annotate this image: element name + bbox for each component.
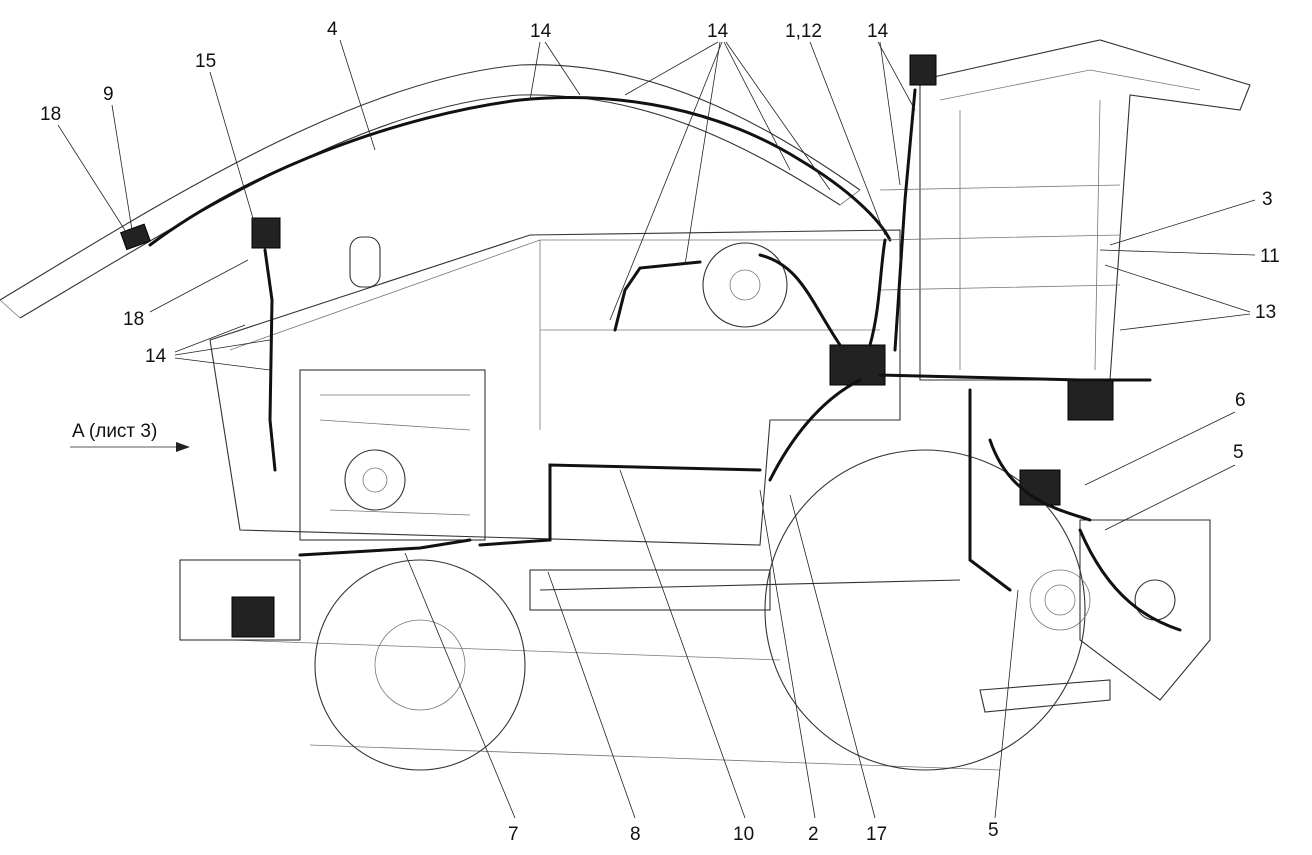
callout-1-12: 1,12 — [785, 21, 822, 42]
callout-18: 18 — [123, 309, 144, 330]
callout-14: 14 — [867, 21, 889, 42]
callout-2: 2 — [808, 824, 819, 845]
view-reference-a: A (лист 3) — [72, 421, 157, 442]
wiring-harness — [263, 88, 1182, 632]
callout-6: 6 — [1235, 390, 1246, 411]
callout-17: 17 — [866, 824, 887, 845]
callout-13: 13 — [1255, 302, 1276, 323]
callout-8: 8 — [630, 824, 641, 845]
callout-4: 4 — [327, 19, 338, 40]
callout-15: 15 — [195, 51, 216, 72]
callout-14: 14 — [530, 21, 552, 42]
callout-14: 14 — [145, 346, 167, 367]
rear-wheel — [314, 559, 526, 771]
callout-7: 7 — [508, 824, 519, 845]
discharge-spout — [0, 64, 892, 319]
callout-10: 10 — [733, 824, 754, 845]
callout-14: 14 — [707, 21, 729, 42]
callout-11: 11 — [1260, 246, 1280, 267]
callout-5: 5 — [1233, 442, 1244, 463]
callout-9: 9 — [103, 84, 114, 105]
operator-cab — [251, 39, 1251, 506]
callout-5: 5 — [988, 820, 999, 841]
machine-body — [179, 229, 1211, 713]
leader-lines — [57, 39, 1256, 819]
ground-lines — [229, 639, 1001, 771]
callout-18: 18 — [40, 104, 61, 125]
callouts: 4 14 14 1,12 14 15 9 18 3 11 13 18 14 A … — [40, 19, 1280, 845]
callout-3: 3 — [1262, 189, 1273, 210]
